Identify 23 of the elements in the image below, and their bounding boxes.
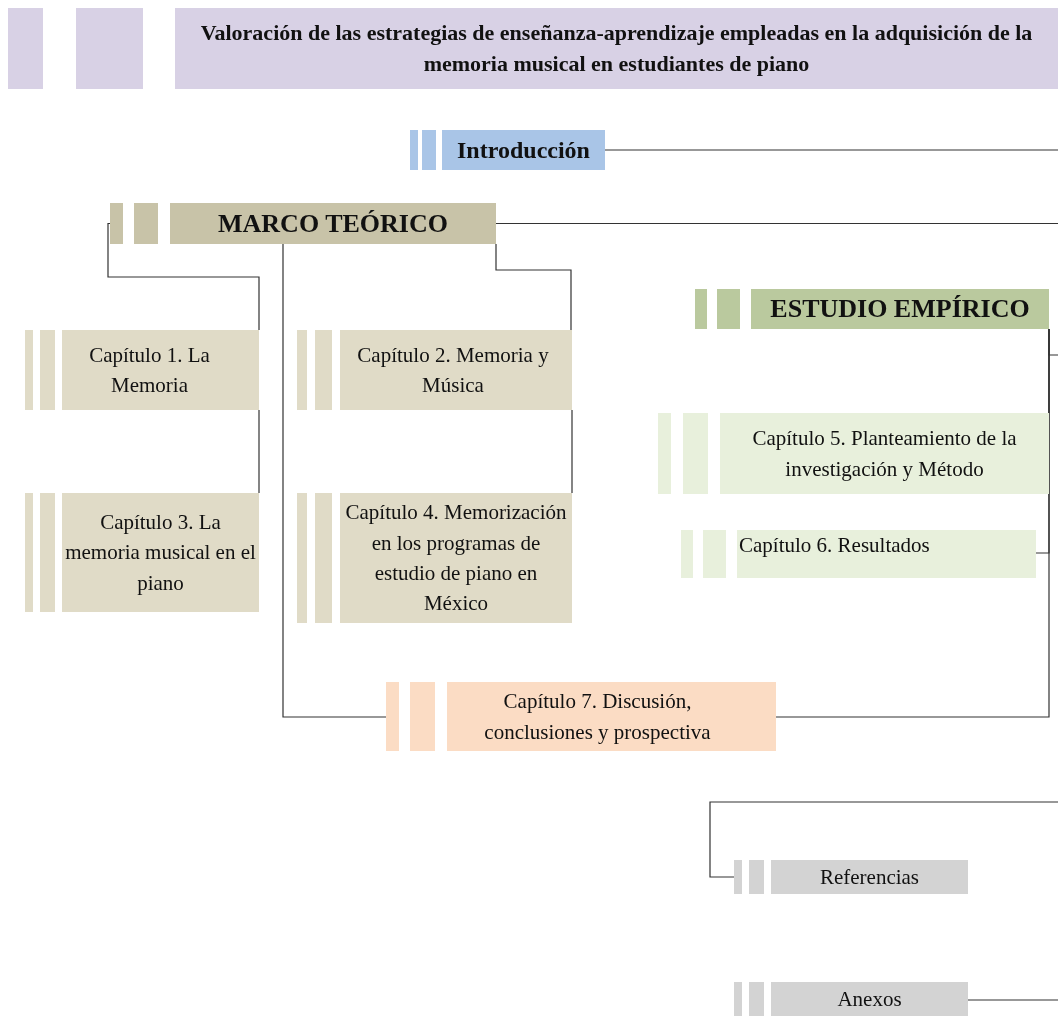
connector-line [775,328,1050,718]
connector-line [571,409,573,494]
section-header: ESTUDIO EMPÍRICO [695,289,1049,329]
connector-line [709,801,1058,878]
chapter-box: Capítulo 2. Memoria y Música [297,330,572,410]
connector-line [495,243,572,331]
title: Valoración de las estrategias de enseñanza-aprendizaje empleadas en la adquisición de la memoria musical en estudiantes de piano [8,8,1058,89]
section-header: Introducción [410,130,605,170]
section-box: Referencias [734,860,968,894]
chapter-box: Capítulo 7. Discusión, conclusiones y prospectiva [386,682,776,751]
section-header: MARCO TEÓRICO [110,203,496,244]
connector-line [495,222,1058,225]
chapter-box: Capítulo 1. La Memoria [25,330,259,410]
connector-line [967,999,1058,1001]
connector-line [282,243,387,718]
chapter-box: Capítulo 5. Planteamiento de la investigación y Método [658,413,1049,494]
connector-line [107,222,260,331]
connector-line [604,149,1058,151]
connector-line [258,409,260,494]
chapter-box: Capítulo 4. Memorización en los programas de estudio de piano en México [297,493,572,623]
section-box: Anexos [734,982,968,1016]
chapter-box: Capítulo 6. Resultados [681,530,1036,578]
chapter-box: Capítulo 3. La memoria musical en el piano [25,493,259,612]
